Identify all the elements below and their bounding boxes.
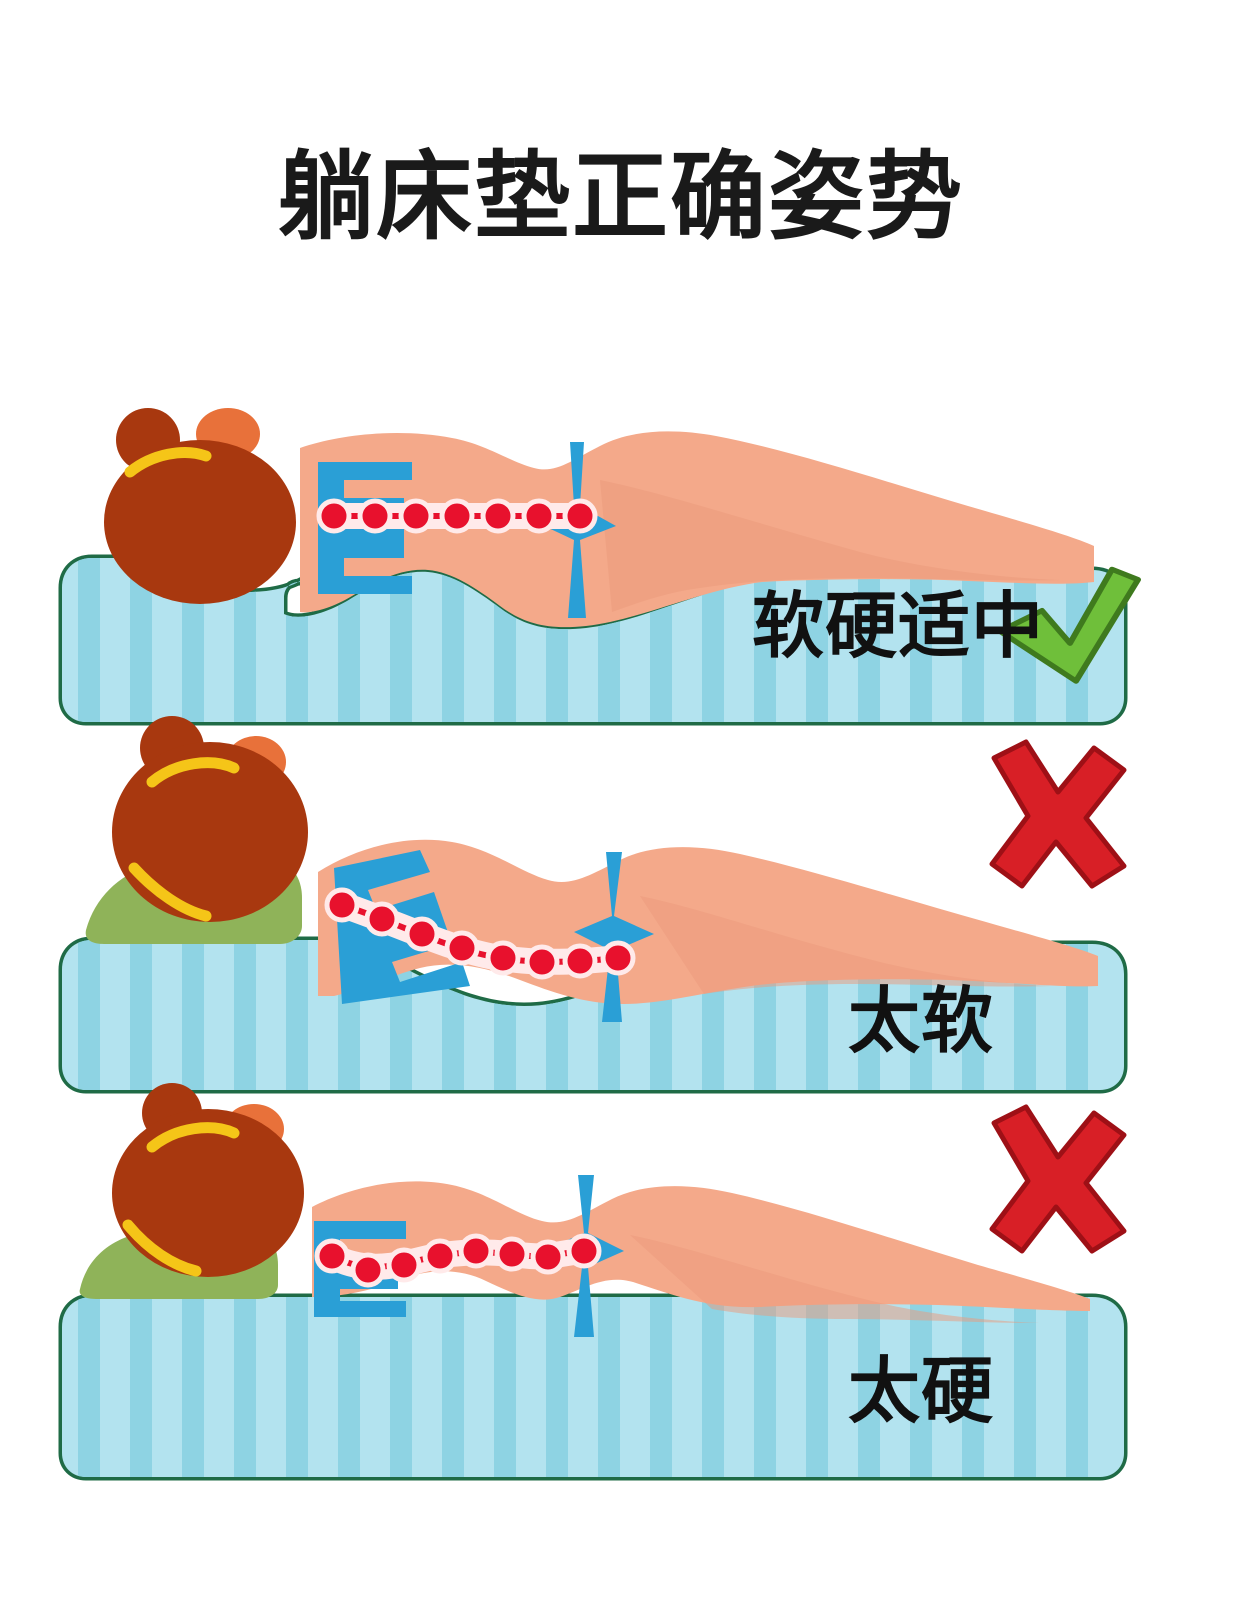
body-silhouette-too-hard xyxy=(312,1181,1090,1311)
spine-dot xyxy=(524,944,560,980)
verdict-label-just-right: 软硬适中 xyxy=(752,584,1045,668)
spine-dot xyxy=(404,916,440,952)
spine-dot xyxy=(357,498,393,534)
spine-dot xyxy=(386,1247,422,1283)
page-title: 躺床垫正确姿势 xyxy=(278,141,964,253)
spine-dot xyxy=(494,1236,530,1272)
spine-dot xyxy=(485,940,521,976)
hair-tie xyxy=(146,757,240,788)
spine-dot xyxy=(444,930,480,966)
scene-just-right xyxy=(0,330,1242,730)
panel-too-hard xyxy=(0,1075,1242,1495)
spine-indicator xyxy=(324,887,636,980)
spine-dot xyxy=(364,901,400,937)
head-hair xyxy=(112,742,308,922)
check-icon xyxy=(997,566,1141,684)
spine-dot xyxy=(562,498,598,534)
verdict-label-too-soft: 太软 xyxy=(848,979,995,1063)
head-hair xyxy=(104,440,296,604)
spine-dot xyxy=(439,498,475,534)
spine-dot xyxy=(562,943,598,979)
spine-dot xyxy=(314,1238,350,1274)
spine-dot xyxy=(530,1239,566,1275)
spine-indicator xyxy=(316,498,598,534)
hair-tie xyxy=(146,1122,240,1153)
spine-dot xyxy=(398,498,434,534)
spine-dot xyxy=(458,1233,494,1269)
spine-dot xyxy=(600,940,636,976)
body-shading xyxy=(600,480,1060,612)
scene-too-soft xyxy=(0,700,1242,1100)
hair-tie-lower xyxy=(122,1219,202,1277)
scene-too-hard xyxy=(0,1075,1242,1495)
hair-tie xyxy=(124,447,212,478)
spine-dot xyxy=(422,1238,458,1274)
body-shading xyxy=(630,1235,1040,1323)
cross-icon xyxy=(989,1104,1127,1254)
clothing-bottom xyxy=(574,852,654,1022)
spine-dot xyxy=(566,1233,602,1269)
head-hair xyxy=(112,1109,304,1277)
panel-just-right xyxy=(0,330,1242,730)
spine-dot xyxy=(350,1252,386,1288)
spine-dot xyxy=(324,887,360,923)
spine-dot xyxy=(316,498,352,534)
panel-too-soft xyxy=(0,700,1242,1100)
cross-icon xyxy=(989,739,1127,889)
hair-tie-lower xyxy=(128,862,212,922)
spine-dot xyxy=(521,498,557,534)
verdict-label-too-hard: 太硬 xyxy=(848,1349,995,1433)
spine-dot xyxy=(480,498,516,534)
spine-indicator xyxy=(314,1233,602,1288)
body-shading xyxy=(640,896,1050,994)
